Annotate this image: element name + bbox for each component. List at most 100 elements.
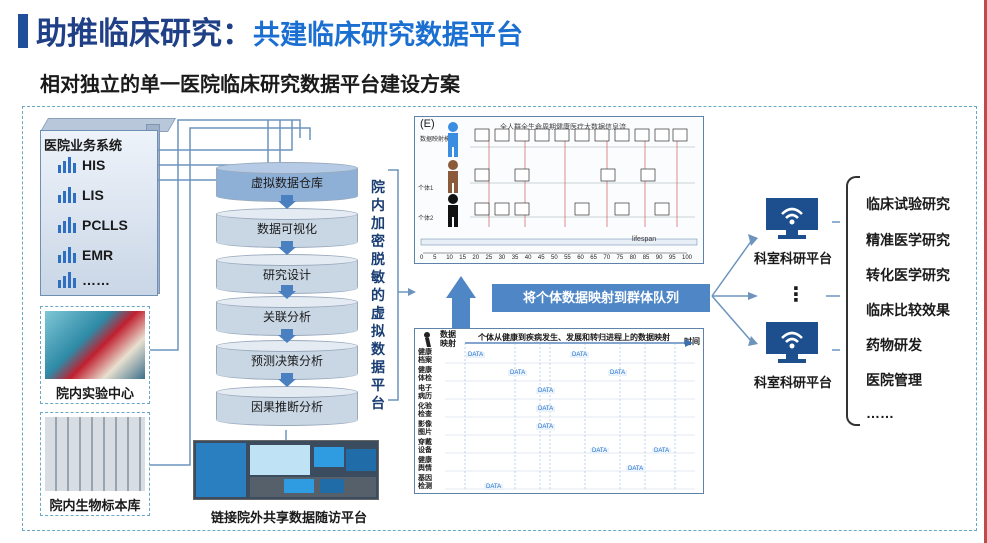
system-item-his: HIS xyxy=(58,157,105,173)
shared-platform-label: 链接院外共享数据随访平台 xyxy=(210,510,367,525)
mapping-graphic xyxy=(424,332,695,490)
wifi-monitor-icon xyxy=(766,322,818,363)
lifespan-tick-label: 75 xyxy=(616,255,624,261)
mapping-row-label: 电子病历 xyxy=(418,385,432,400)
lifespan-tick-label: 40 xyxy=(524,255,532,261)
stage-virtual-warehouse: 虚拟数据仓库 xyxy=(216,162,358,202)
lifespan-tick-label: 10 xyxy=(446,255,453,261)
applications-bracket xyxy=(846,176,860,426)
mapping-row-label: 影像图片 xyxy=(418,421,432,436)
data-tag: DATA xyxy=(536,406,556,412)
lifespan-tick-label: 25 xyxy=(485,255,493,261)
person-icon xyxy=(448,160,458,193)
bar-chart-icon xyxy=(58,272,76,288)
application-item: 药物研发 xyxy=(866,337,922,353)
lab-center-box: 院内实验中心 xyxy=(40,306,150,404)
hospital-systems-box xyxy=(40,130,158,296)
data-tag: DATA xyxy=(570,352,590,358)
mapping-header-left: 数据映射 xyxy=(440,330,456,348)
application-item: 转化医学研究 xyxy=(866,267,950,283)
lifespan-axis-ticks: 0 5 10 15 20 25 30 35 40 45 50 55 60 65 70 75 80 85 90 95 10… xyxy=(420,255,693,265)
lifespan-tick-label: 55 xyxy=(564,255,571,261)
application-item: 医院管理 xyxy=(866,372,922,388)
platform-ellipsis: ⋮ xyxy=(786,284,806,306)
data-tag: DATA xyxy=(484,484,504,490)
up-arrow-shaft xyxy=(452,296,470,328)
up-arrow-icon xyxy=(446,276,476,298)
lifespan-tick-label: 20 xyxy=(472,255,480,261)
lifespan-tick-label: 85 xyxy=(642,255,650,261)
application-item: 精准医学研究 xyxy=(866,232,950,248)
panel-e-row-1: 个体1 xyxy=(418,186,434,192)
person-icon xyxy=(448,194,458,227)
biobank-photo xyxy=(45,417,145,491)
shared-platform-image xyxy=(194,441,378,499)
system-item-emr: EMR xyxy=(58,247,113,263)
lifespan-tick-label: 30 xyxy=(498,255,506,261)
mapping-row-label: 健康舆情 xyxy=(418,457,432,472)
biobank-box: 院内生物标本库 xyxy=(40,412,150,516)
lab-photo xyxy=(45,311,145,379)
runner-icon xyxy=(424,332,431,347)
data-tag: DATA xyxy=(466,352,486,358)
panel-e-graphic xyxy=(420,122,698,254)
bar-chart-icon xyxy=(58,217,76,233)
mapping-row-label: 健康体检 xyxy=(418,367,432,382)
data-tag: DATA xyxy=(536,388,556,394)
system-item-more: …… xyxy=(58,272,110,288)
bar-chart-icon xyxy=(58,247,76,263)
research-platform-label-top: 科室科研平台 xyxy=(753,251,832,266)
diagram-frame xyxy=(22,106,977,531)
pipeline-arrows xyxy=(278,195,296,387)
mapping-header-title: 个体从健康到疾病发生、发展和转归进程上的数据映射 xyxy=(478,333,670,342)
data-tag: DATA xyxy=(508,370,528,376)
lab-center-label: 院内实验中心 xyxy=(55,386,134,401)
lifespan-tick-label: 5 xyxy=(433,255,437,261)
application-item: 临床试验研究 xyxy=(866,196,950,212)
hospital-systems-title: 医院业务系统 xyxy=(44,138,123,153)
right-edge-accent xyxy=(984,0,987,543)
data-tag: DATA xyxy=(652,448,672,454)
application-item: …… xyxy=(866,405,894,421)
page-title: 助推临床研究：共建临床研究数据平台 xyxy=(36,8,523,53)
lifespan-tick-label: 0 xyxy=(420,255,424,261)
lifespan-tick-label: 60 xyxy=(577,255,584,261)
panel-e-model-label: 数据映射模型 xyxy=(420,137,457,143)
wifi-monitor-icon xyxy=(766,198,818,239)
title-accent-bar xyxy=(18,14,28,48)
data-tag: DATA xyxy=(626,466,646,472)
data-tag: DATA xyxy=(608,370,628,376)
biobank-label: 院内生物标本库 xyxy=(49,498,141,513)
lifespan-tick-label: 70 xyxy=(603,255,611,261)
bar-chart-icon xyxy=(58,187,76,203)
vertical-platform-label: 院 内 加 密 脱 敏 的 虚 拟 数 据 平 台 xyxy=(371,179,385,411)
page-subtitle: 相对独立的单一医院临床研究数据平台建设方案 xyxy=(40,74,460,96)
lifespan-tick-label: 95 xyxy=(668,255,676,261)
application-item: 临床比较效果 xyxy=(866,302,950,318)
lifespan-tick-label: 35 xyxy=(511,255,519,261)
shared-platform-photo xyxy=(193,440,379,500)
page-title-sub: 共建临床研究数据平台 xyxy=(253,20,523,50)
person-icon xyxy=(448,122,458,157)
lifespan-tick-label: 100 xyxy=(682,255,693,261)
lifespan-tick-label: 45 xyxy=(537,255,545,261)
research-platform-label-bottom: 科室科研平台 xyxy=(753,375,832,390)
mapping-row-label: 化验检查 xyxy=(418,403,432,418)
data-mapping-panel xyxy=(414,328,704,494)
panel-e-title: 全人群全生命周期健康医疗大数据信息流 xyxy=(500,124,626,131)
lifespan-tick-label: 80 xyxy=(629,255,637,261)
lifespan-tick-label: 15 xyxy=(459,255,466,261)
lifespan-tick-label: 90 xyxy=(655,255,663,261)
lifespan-tick-label: 65 xyxy=(590,255,597,261)
mapping-row-label: 健康档案 xyxy=(418,349,432,364)
data-tag: DATA xyxy=(536,424,556,430)
stage-causal-inference: 因果推断分析 xyxy=(216,386,358,426)
data-tag: DATA xyxy=(590,448,610,454)
bar-chart-icon xyxy=(58,157,76,173)
mapping-banner: 将个体数据映射到群体队列 xyxy=(492,284,710,312)
lifespan-tick-label: 50 xyxy=(551,255,558,261)
mapping-row-label: 基因检测 xyxy=(418,475,432,490)
system-item-lis: LIS xyxy=(58,187,104,203)
mapping-row-label: 穿戴设备 xyxy=(418,439,432,454)
